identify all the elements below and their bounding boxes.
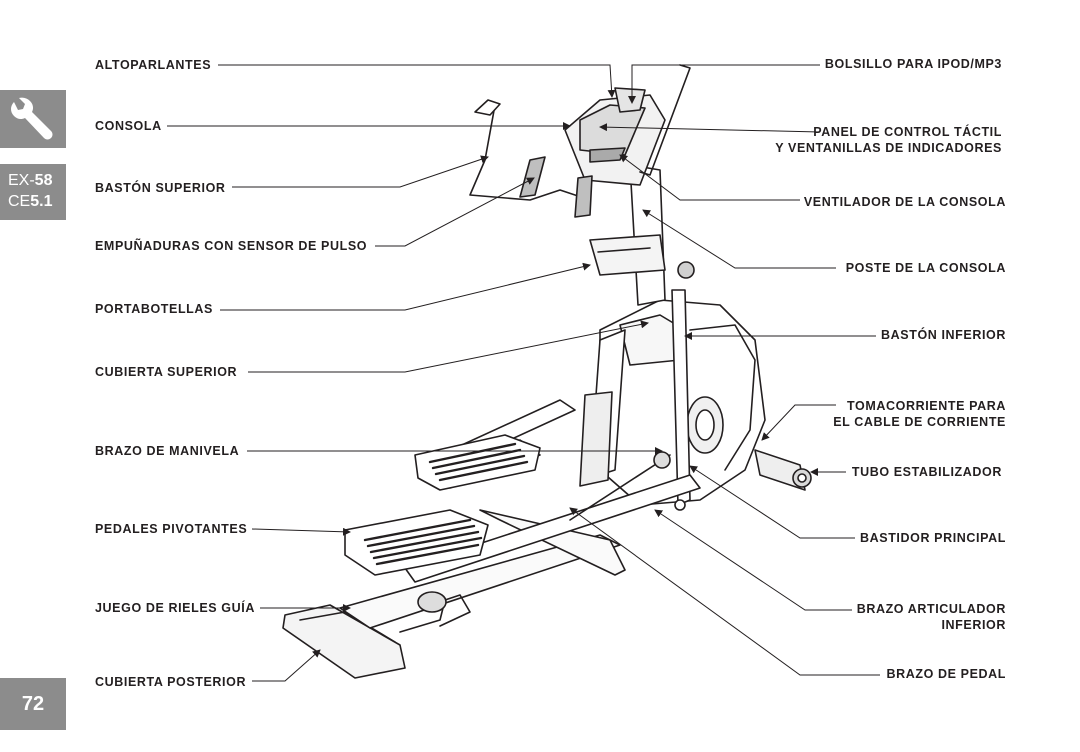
model-line-2: CE5.1 xyxy=(8,193,53,210)
label-tubo: TUBO ESTABILIZADOR xyxy=(851,465,1002,479)
label-brazo-manivela: BRAZO DE MANIVELA xyxy=(95,444,240,458)
label-cubierta-posterior: CUBIERTA POSTERIOR xyxy=(95,675,247,689)
label-panel: PANEL DE CONTROL TÁCTIL Y VENTANILLAS DE… xyxy=(775,125,1002,155)
label-ventilador: VENTILADOR DE LA CONSOLA xyxy=(803,195,1006,209)
model-line-1: EX-58 xyxy=(8,172,53,189)
label-altoparlantes: ALTOPARLANTES xyxy=(95,58,212,72)
label-empunaduras: EMPUÑADURAS CON SENSOR DE PULSO xyxy=(95,239,368,253)
label-rieles-guia: JUEGO DE RIELES GUÍA xyxy=(95,601,255,615)
label-tomacorriente: TOMACORRIENTE PARA EL CABLE DE CORRIENTE xyxy=(833,399,1006,429)
label-cubierta-superior: CUBIERTA SUPERIOR xyxy=(95,365,238,379)
label-baston-inferior: BASTÓN INFERIOR xyxy=(881,328,1006,342)
label-pedales-pivotantes: PEDALES PIVOTANTES xyxy=(95,522,248,536)
label-baston-superior: BASTÓN SUPERIOR xyxy=(95,181,226,195)
wrench-tab xyxy=(0,90,66,148)
leader-lines xyxy=(167,64,880,682)
label-consola: CONSOLA xyxy=(95,119,162,133)
label-bastidor: BASTIDOR PRINCIPAL xyxy=(860,531,1006,545)
label-brazo-pedal: BRAZO DE PEDAL xyxy=(886,667,1006,681)
label-portabotellas: PORTABOTELLAS xyxy=(95,302,213,316)
label-poste: POSTE DE LA CONSOLA xyxy=(845,261,1006,275)
wrench-icon xyxy=(11,97,53,140)
page-number: 72 xyxy=(0,678,66,730)
model-tab: EX-58 CE5.1 xyxy=(0,164,66,220)
elliptical-machine xyxy=(282,64,812,679)
label-bolsillo: BOLSILLO PARA IPOD/MP3 xyxy=(824,57,1002,71)
label-articulador: BRAZO ARTICULADOR INFERIOR xyxy=(856,602,1006,632)
